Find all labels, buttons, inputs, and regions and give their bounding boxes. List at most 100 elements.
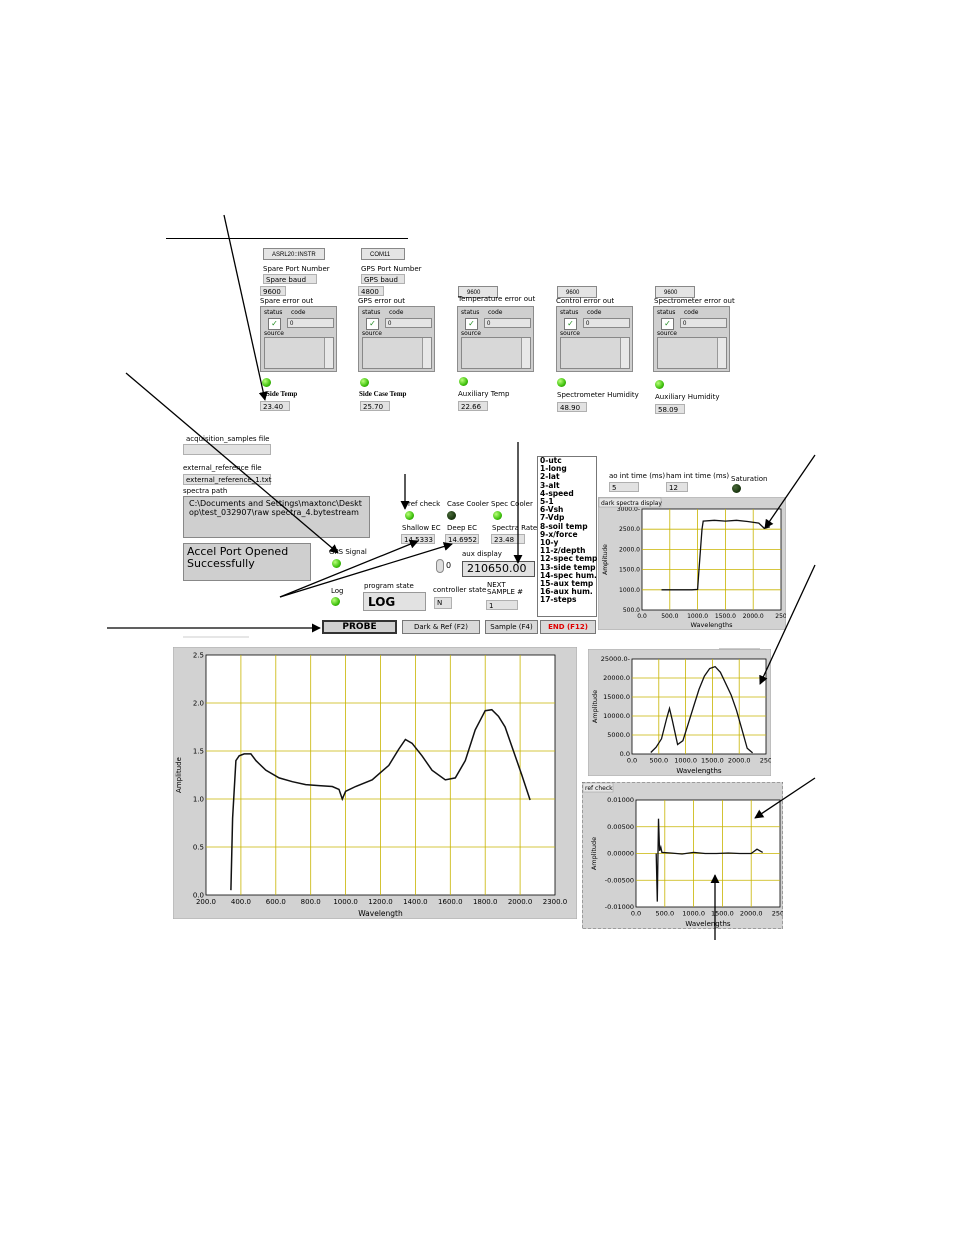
x-tick-label: 2000.0 bbox=[743, 613, 764, 620]
gps-baud-input[interactable]: 4800 bbox=[358, 286, 384, 296]
spare-baud-input[interactable]: 9600 bbox=[260, 286, 286, 296]
ref-check-chart: 0.0500.01000.01500.02000.02500-0.01000-0… bbox=[582, 782, 783, 929]
x-tick-label: 1500.0 bbox=[701, 757, 724, 765]
ext-file-input[interactable]: external_reference_1.txt bbox=[183, 474, 272, 485]
spectrometer-error-label: Spectrometer error out bbox=[654, 297, 735, 305]
side-case-temp-value: 25.70 bbox=[360, 401, 390, 411]
y-tick-label: -0.01000 bbox=[605, 903, 634, 911]
y-tick-label: 1000.0 bbox=[619, 587, 640, 594]
series-line bbox=[650, 665, 754, 754]
source-box[interactable] bbox=[461, 337, 531, 369]
gps-error-label: GPS error out bbox=[358, 297, 405, 305]
side-temp-value: 23.40 bbox=[260, 401, 290, 411]
y-tick-label: 10000.0 bbox=[603, 712, 630, 720]
source-box[interactable] bbox=[657, 337, 727, 369]
next-sample-label: NEXT SAMPLE # bbox=[487, 581, 524, 596]
scrollbar[interactable] bbox=[620, 338, 629, 368]
y-tick-label: 3000.0- bbox=[617, 506, 640, 513]
spectrometer-error-cluster: status code ✓ 0 source bbox=[653, 306, 730, 372]
aux-channel-item: 6-Vsh bbox=[540, 505, 564, 515]
plot-area bbox=[641, 508, 782, 611]
probe-button[interactable]: PROBE bbox=[322, 620, 397, 634]
y-tick-label: 0.00500 bbox=[607, 823, 634, 831]
control-error-cluster: status code ✓ 0 source bbox=[556, 306, 633, 372]
controller-state-label: controller state bbox=[433, 586, 487, 594]
aux-index-stepper[interactable] bbox=[436, 559, 444, 573]
x-tick-label: 500.0 bbox=[649, 757, 668, 765]
aux-channel-item: 10-y bbox=[540, 538, 559, 548]
source-box[interactable] bbox=[264, 337, 334, 369]
auxiliary-temp-value: 22.66 bbox=[458, 401, 488, 411]
x-tick-label: 1600.0 bbox=[438, 898, 463, 906]
y-tick-label: 2000.0 bbox=[619, 546, 640, 553]
saturation-led bbox=[732, 484, 741, 493]
arrow-gps-signal bbox=[125, 372, 339, 554]
acq-file-input[interactable] bbox=[183, 444, 271, 455]
y-tick-label: 5000.0 bbox=[607, 731, 630, 739]
chart-title-tab bbox=[582, 782, 614, 793]
scrollbar[interactable] bbox=[324, 338, 333, 368]
ham-int-time-value[interactable]: 12 bbox=[666, 482, 688, 492]
x-tick-label: 500.0 bbox=[661, 613, 678, 620]
source-box[interactable] bbox=[362, 337, 432, 369]
temperature-baud-select[interactable]: 9600 bbox=[458, 286, 498, 298]
arrow-ref-check-chart bbox=[754, 777, 816, 819]
y-tick-label: 500.0 bbox=[623, 607, 640, 614]
gps-port-select[interactable]: COM11 bbox=[361, 248, 405, 260]
ao-int-time-value[interactable]: 5 bbox=[609, 482, 639, 492]
x-tick-label: 1200.0 bbox=[368, 898, 393, 906]
spectrometer-humidity-label: Spectrometer Humidity bbox=[557, 391, 639, 399]
end-button[interactable]: END (F12) bbox=[540, 620, 596, 634]
code-label: code bbox=[684, 309, 699, 316]
aux-channel-item: 13-side temp bbox=[540, 562, 596, 572]
ref-check-led bbox=[405, 511, 414, 520]
spare-error-cluster: status code ✓ 0 source bbox=[260, 306, 337, 372]
status-label: status bbox=[362, 309, 381, 316]
ham-int-time-label: ham int time (ms) bbox=[666, 472, 730, 480]
plot-area bbox=[631, 658, 767, 755]
code-label: code bbox=[587, 309, 602, 316]
sample-button[interactable]: Sample (F4) bbox=[485, 620, 538, 634]
status-label: status bbox=[264, 309, 283, 316]
series-line bbox=[661, 519, 771, 591]
source-box[interactable] bbox=[560, 337, 630, 369]
chart-title-tab bbox=[598, 497, 662, 508]
spectra-path-input[interactable]: C:\Documents and Settings\maxtonc\Deskto… bbox=[183, 496, 370, 538]
status-message: Accel Port Opened Successfully bbox=[183, 543, 311, 581]
spectrometer-baud-select[interactable]: 9600 bbox=[655, 286, 695, 298]
y-axis-label: Amplitude bbox=[591, 690, 599, 723]
x-tick-label: 500.0 bbox=[655, 910, 674, 918]
spectra-path-label: spectra path bbox=[183, 487, 228, 495]
auxiliary-humidity-label: Auxiliary Humidity bbox=[655, 393, 720, 401]
aux-channel-item: 14-spec hum. bbox=[540, 570, 597, 580]
status-label: status bbox=[657, 309, 676, 316]
program-state-value: LOG bbox=[363, 592, 426, 611]
gps-signal-led bbox=[332, 559, 341, 568]
code-value: 0 bbox=[583, 318, 630, 328]
spare-port-label: Spare Port Number bbox=[263, 265, 330, 273]
top-rule-2 bbox=[364, 238, 408, 239]
y-tick-label: 2.5 bbox=[193, 651, 204, 659]
acq-file-label: acquisition_samples file bbox=[186, 435, 270, 443]
spare-port-select[interactable]: ASRL20::INSTR bbox=[263, 248, 325, 260]
scrollbar[interactable] bbox=[521, 338, 530, 368]
dark-ref-button[interactable]: Dark & Ref (F2) bbox=[402, 620, 480, 634]
aux-channel-item: 12-spec temp bbox=[540, 554, 598, 564]
spec-cooler-label: Spec Cooler bbox=[491, 500, 533, 508]
top-rule bbox=[166, 238, 408, 239]
x-tick-label: 2000.0 bbox=[728, 757, 751, 765]
y-axis-label: Amplitude bbox=[590, 837, 598, 870]
gps-port-label: GPS Port Number bbox=[361, 265, 422, 273]
source-label: source bbox=[461, 330, 481, 337]
scrollbar[interactable] bbox=[717, 338, 726, 368]
control-baud-select[interactable]: 9600 bbox=[557, 286, 597, 298]
scrollbar[interactable] bbox=[422, 338, 431, 368]
code-label: code bbox=[488, 309, 503, 316]
auxiliary-temp-label: Auxiliary Temp bbox=[458, 390, 510, 398]
x-tick-label: 200.0 bbox=[196, 898, 216, 906]
status-check-icon: ✓ bbox=[268, 318, 281, 330]
deep-ec-label: Deep EC bbox=[447, 524, 477, 532]
